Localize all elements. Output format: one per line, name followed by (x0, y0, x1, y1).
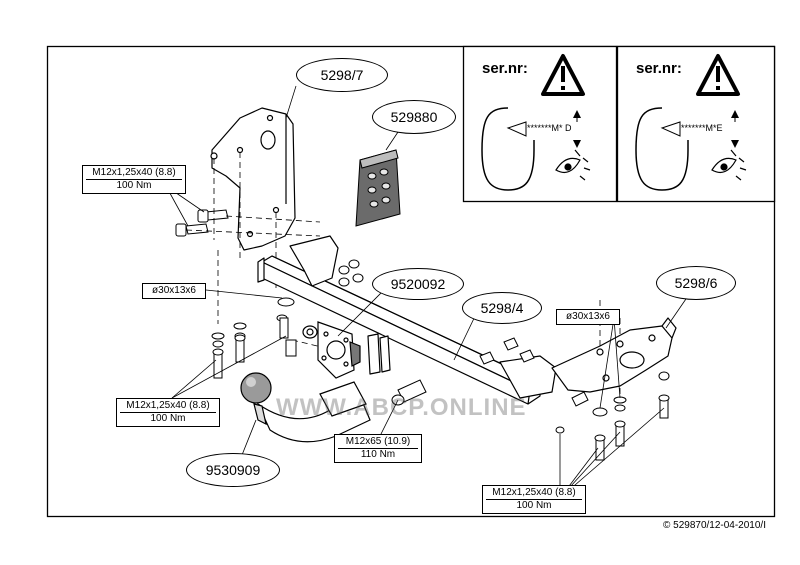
left-bolts (211, 317, 297, 379)
serial-code-2: *******M*E (681, 123, 723, 133)
upper-bolts (175, 209, 229, 237)
serial-label-1: ser.nr: (482, 60, 528, 77)
part-label-socket-plate: 9520092 (372, 268, 464, 300)
serial-panel-1 (462, 45, 618, 203)
bolt-spec: M12x1,25x40 (8.8) (492, 487, 576, 498)
washer-spec-left: ø30x13x6 (142, 283, 206, 299)
bolt-torque: 100 Nm (120, 412, 216, 425)
part-label-crossbar: 5298/4 (462, 292, 542, 324)
crossbar-drawing (257, 235, 557, 405)
hitch-outline-icon (635, 107, 689, 191)
eye-icon (555, 149, 591, 181)
electrical-kit-drawing (355, 149, 401, 227)
bolt-torque: 100 Nm (86, 179, 182, 192)
socket-plate-drawing (302, 321, 361, 379)
serial-label-2: ser.nr: (636, 60, 682, 77)
drawing-frame (46, 45, 776, 518)
bolt-spec: M12x1,25x40 (8.8) (92, 167, 176, 178)
hitch-outline-icon (481, 107, 535, 191)
serial-panel-2 (616, 45, 776, 203)
bolt-spec: M12x1,25x40 (8.8) (126, 400, 210, 411)
spec-box-center: M12x65 (10.9) 110 Nm (334, 434, 422, 463)
watermark: WWW.ABCP.ONLINE (276, 394, 527, 421)
right-bracket-drawing (551, 317, 677, 393)
leader-lines (165, 85, 689, 499)
part-label-electrical-kit: 529880 (372, 100, 456, 134)
tow-ball-drawing (240, 372, 371, 443)
serial-code-1: *******M* D (527, 123, 572, 133)
washer-spec-right: ø30x13x6 (556, 309, 620, 325)
eye-icon (711, 149, 747, 181)
left-bracket-drawing (210, 107, 296, 251)
bolt-torque: 100 Nm (486, 499, 582, 512)
part-label-tow-ball: 9530909 (186, 453, 280, 487)
bolt-torque: 110 Nm (338, 448, 418, 461)
part-label-bracket-left: 5298/7 (296, 58, 388, 92)
spec-box-right: M12x1,25x40 (8.8) 100 Nm (482, 485, 586, 514)
document-reference: © 529870/12-04-2010/I (662, 520, 766, 531)
spec-box-upper-left: M12x1,25x40 (8.8) 100 Nm (82, 165, 186, 194)
spec-box-lower-left: M12x1,25x40 (8.8) 100 Nm (116, 398, 220, 427)
part-label-bracket-right: 5298/6 (656, 266, 736, 300)
bolt-spec: M12x65 (10.9) (345, 436, 411, 447)
